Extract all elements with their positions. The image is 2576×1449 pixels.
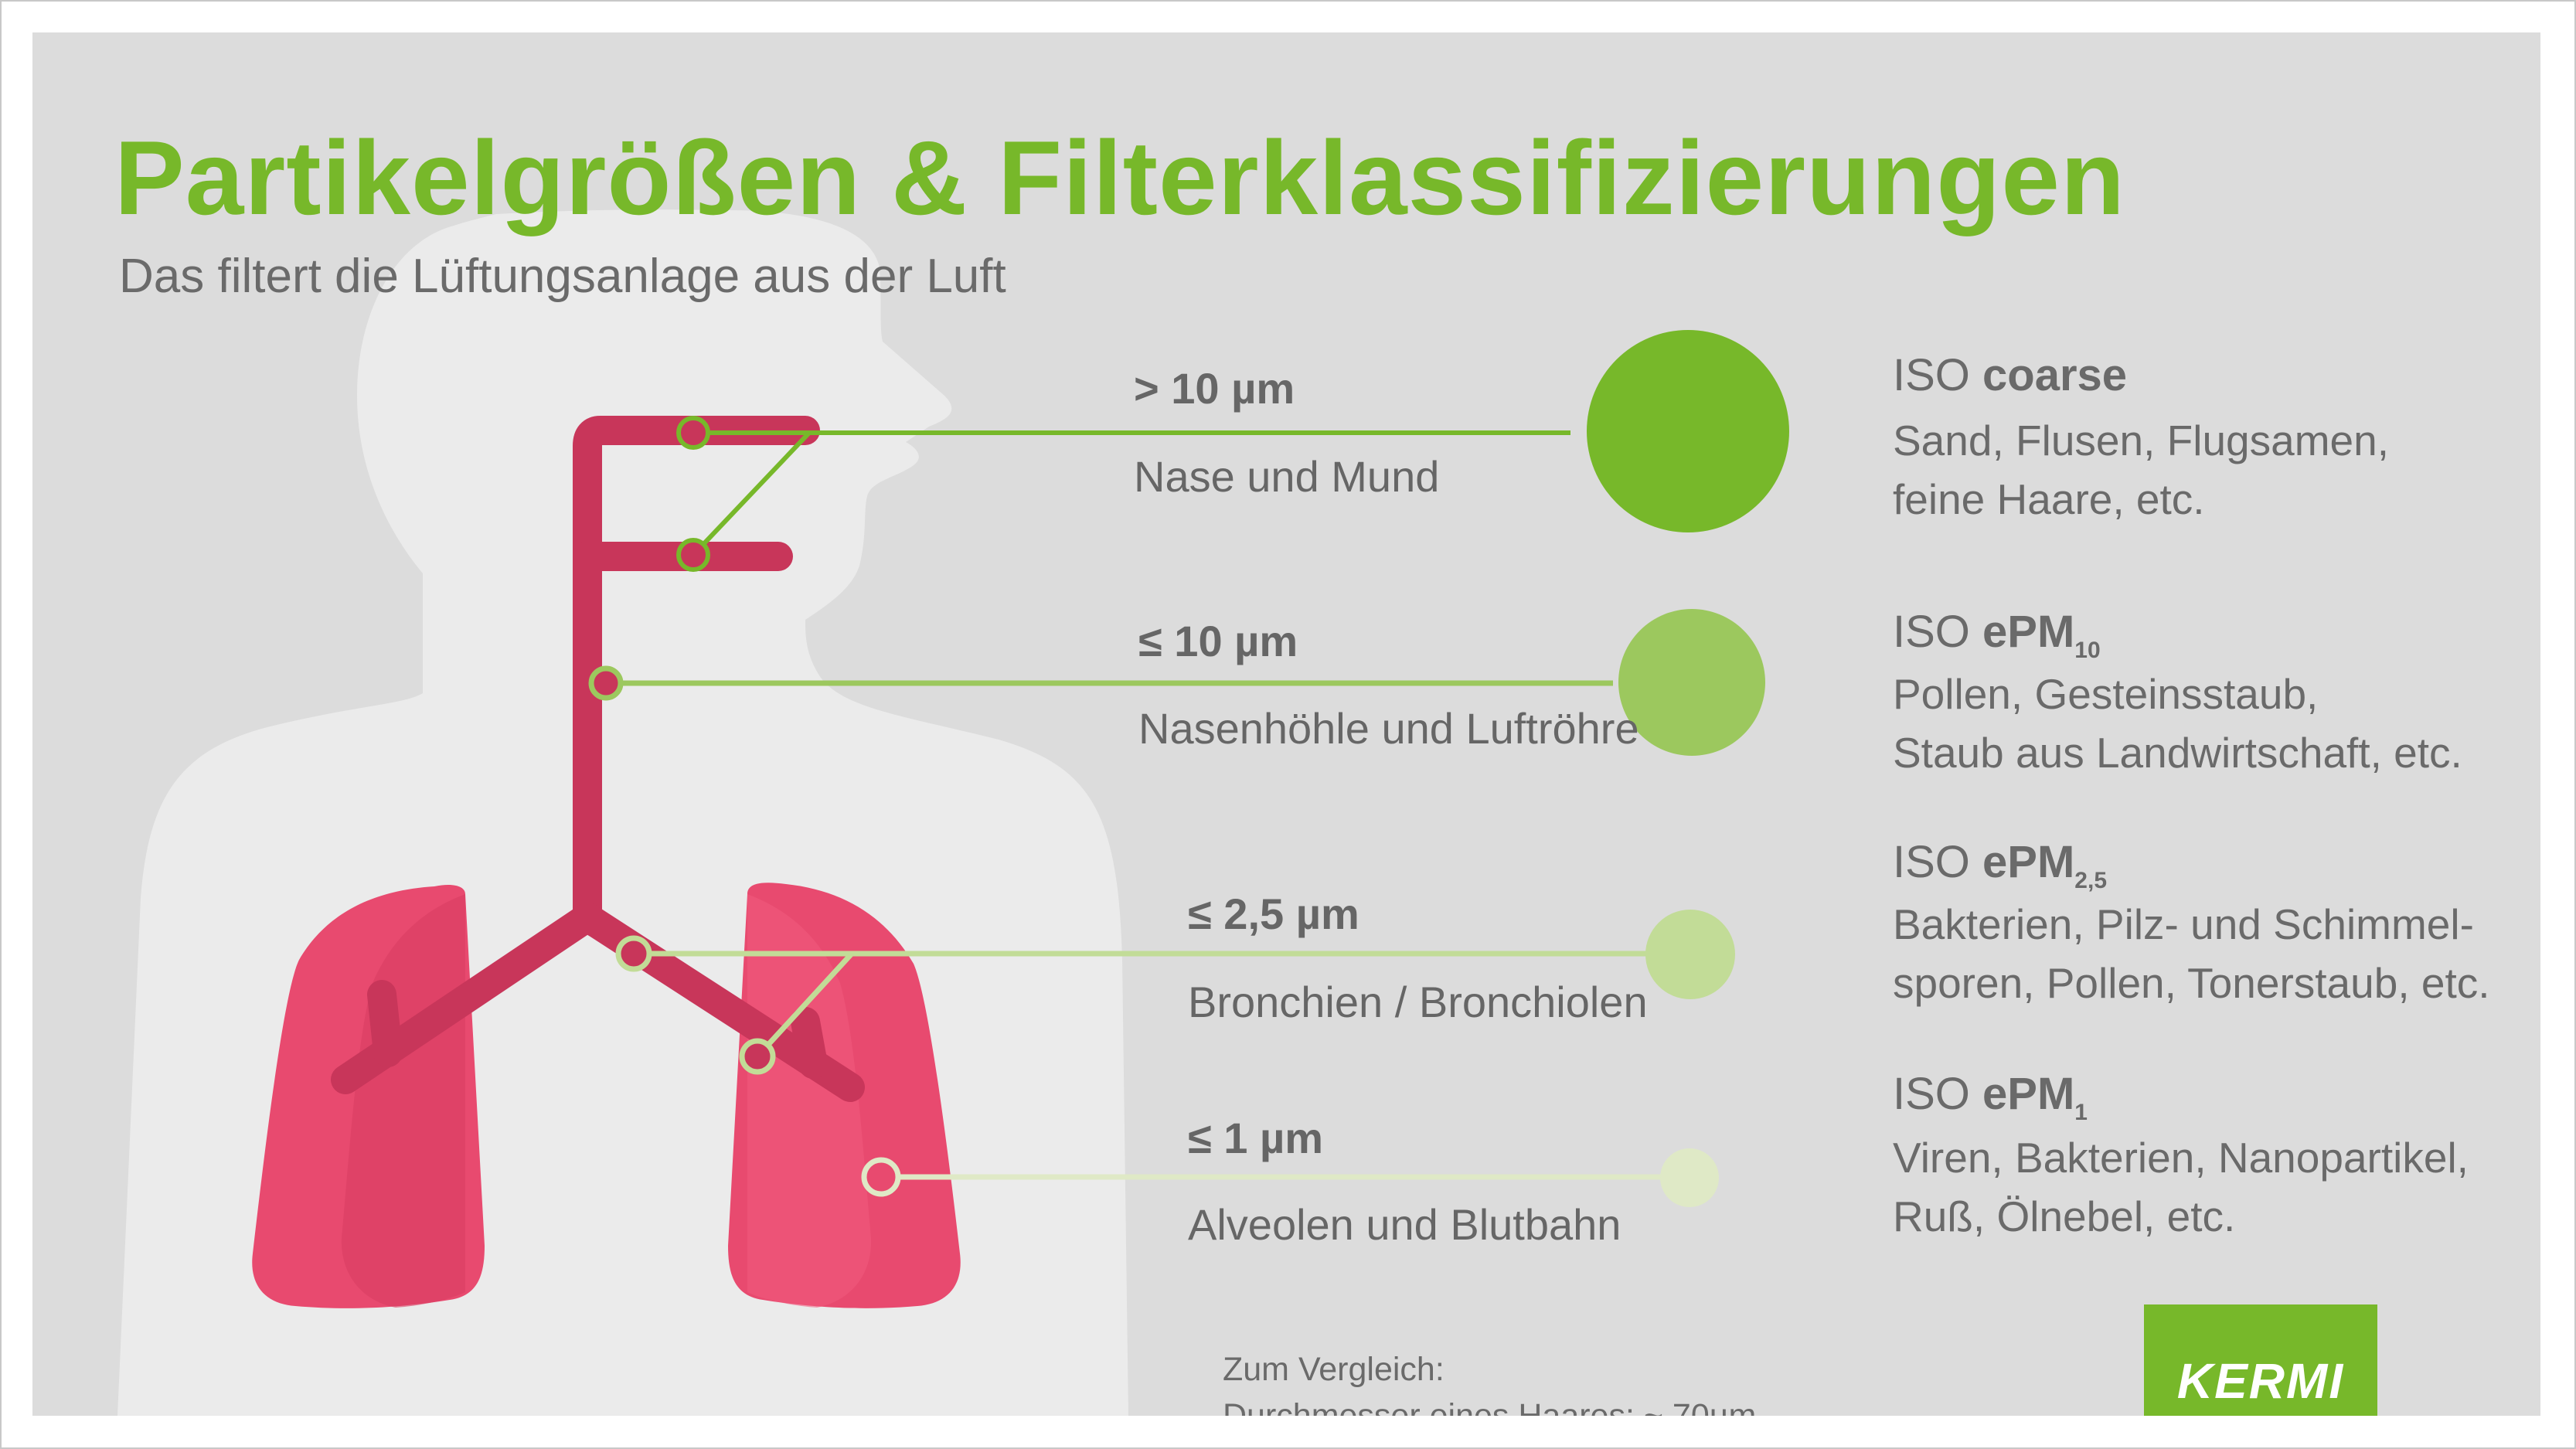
kermi-logo: KERMI: [2144, 1304, 2377, 1416]
particle-size-1: > 10 µm: [1134, 364, 1295, 413]
particle-size-3: ≤ 2,5 µm: [1188, 889, 1359, 938]
page-title: Partikelgrößen & Filterklassifizierungen: [114, 119, 2126, 236]
infographic-panel: Partikelgrößen & Filterklassifizierungen…: [32, 32, 2540, 1416]
connector-level-4: [861, 1148, 1719, 1207]
filter-description-1: Sand, Flusen, Flugsamen,feine Haare, etc…: [1893, 417, 2390, 523]
body-region-2: Nasenhöhle und Luftröhre: [1138, 704, 1639, 753]
body-region-4: Alveolen und Blutbahn: [1188, 1200, 1621, 1249]
page-subtitle: Das filtert die Lüftungsanlage aus der L…: [119, 250, 1006, 303]
filter-description-3: Bakterien, Pilz- und Schimmel-sporen, Po…: [1893, 900, 2490, 1007]
comparison-note: Zum Vergleich: Durchmesser eines Haares:…: [1223, 1351, 1757, 1416]
right-lung-shade: [747, 894, 872, 1308]
iso-class-2: ISO ePM10: [1893, 607, 2101, 663]
iso-class-3: ISO ePM2,5: [1893, 837, 2108, 893]
iso-class-1: ISO coarse: [1893, 350, 2128, 400]
filter-description-4: Viren, Bakterien, Nanopartikel,Ruß, Ölne…: [1893, 1134, 2469, 1240]
particle-size-2: ≤ 10 µm: [1138, 617, 1298, 665]
connector-level-3: [615, 910, 1735, 1075]
connector-level-2: [588, 609, 1765, 756]
filter-description-2: Pollen, Gesteinsstaub,Staub aus Landwirt…: [1893, 670, 2462, 777]
particle-size-4: ≤ 1 µm: [1188, 1114, 1324, 1162]
iso-class-4: ISO ePM1: [1893, 1069, 2088, 1125]
body-region-3: Bronchien / Bronchiolen: [1188, 978, 1648, 1026]
body-region-1: Nase und Mund: [1134, 452, 1440, 501]
connector-level-1: [676, 330, 1789, 572]
illustration: [117, 209, 1789, 1416]
